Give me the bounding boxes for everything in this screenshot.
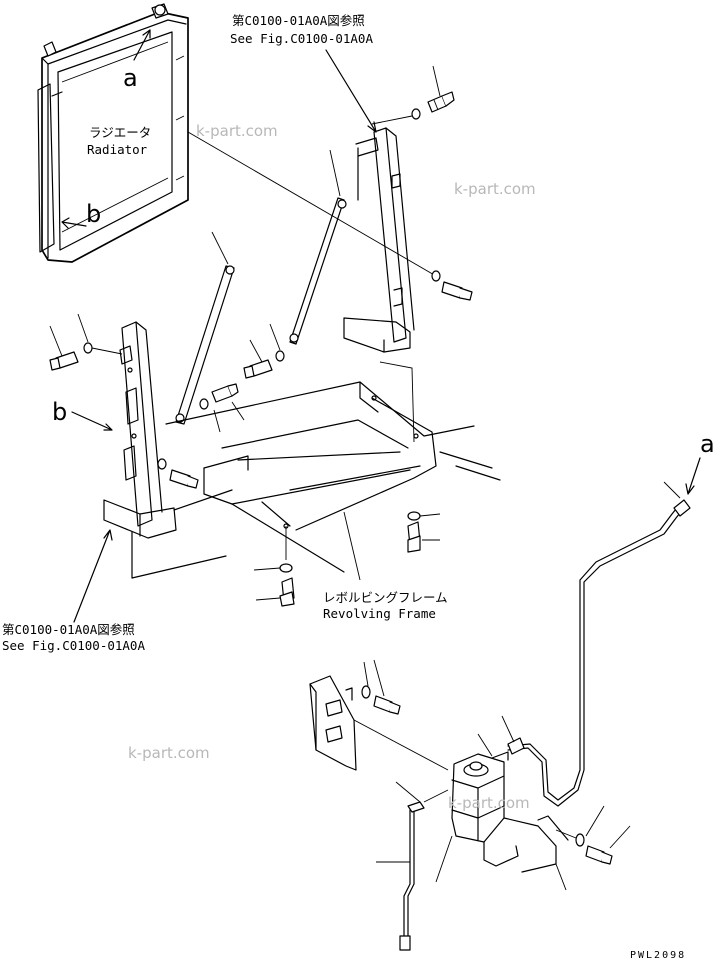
leader-bolt-top-right xyxy=(432,65,441,97)
bolt-frame-center[interactable] xyxy=(279,563,295,607)
radiator[interactable] xyxy=(37,3,189,263)
bolt-tank-strap[interactable] xyxy=(575,833,613,865)
view-label-b-radiator: b xyxy=(86,200,101,228)
overflow-hose[interactable] xyxy=(399,789,449,951)
watermark: k-part.com xyxy=(448,794,530,812)
leader-frame-label xyxy=(343,511,361,581)
stay-bar-right[interactable] xyxy=(289,197,347,345)
leader-stay-right xyxy=(329,149,341,197)
see-fig-left-jp: 第C0100-01A0A図参照 xyxy=(2,622,135,637)
frame-label-en: Revolving Frame xyxy=(323,606,436,621)
bolt-tank-bracket[interactable] xyxy=(361,685,401,715)
connecting-hose[interactable] xyxy=(507,499,691,807)
arrow-b-bracket xyxy=(71,411,113,431)
view-label-b-bracket: b xyxy=(52,398,67,426)
see-fig-left-en: See Fig.C0100-01A0A xyxy=(2,638,145,653)
arrow-b-radiator xyxy=(61,217,87,229)
radiator-label-en: Radiator xyxy=(87,142,148,157)
view-label-a-hose: a xyxy=(700,430,715,458)
bolt-left-bracket-upper[interactable] xyxy=(49,342,93,371)
tank-strap[interactable] xyxy=(483,815,569,873)
bolt-left-bracket-lower[interactable] xyxy=(157,458,199,489)
leader-radiator-bolt xyxy=(187,131,437,277)
radiator-label-jp: ラジエータ xyxy=(89,125,151,140)
reserve-tank[interactable] xyxy=(451,751,509,843)
see-fig-top-jp: 第C0100-01A0A図参照 xyxy=(232,13,365,28)
stay-bar-left[interactable] xyxy=(175,265,235,425)
bolt-top-right[interactable] xyxy=(411,91,455,120)
bolt-frame-right[interactable] xyxy=(407,511,421,553)
view-label-a-radiator: a xyxy=(123,64,138,92)
right-bracket[interactable] xyxy=(343,127,415,353)
arrow-a-radiator xyxy=(133,29,151,61)
leader-frame-bolt xyxy=(379,361,415,443)
leader-stay-left xyxy=(211,231,229,265)
watermark: k-part.com xyxy=(128,744,210,762)
frame-label-jp: レボルビングフレーム xyxy=(323,590,448,605)
tank-bracket[interactable] xyxy=(309,675,357,771)
bolt-stay-upper[interactable] xyxy=(243,350,285,379)
watermark: k-part.com xyxy=(196,122,278,140)
bolt-stay-lower[interactable] xyxy=(199,383,239,410)
drawing-code: PWL2098 xyxy=(630,950,686,961)
arrow-see-fig-top xyxy=(325,49,377,133)
watermark: k-part.com xyxy=(454,180,536,198)
arrow-see-fig-left xyxy=(73,529,113,623)
left-bracket[interactable] xyxy=(103,321,177,539)
arrow-a-hose xyxy=(685,457,701,495)
see-fig-top-en: See Fig.C0100-01A0A xyxy=(230,31,373,46)
revolving-frame[interactable] xyxy=(131,381,501,579)
bolt-mid-right[interactable] xyxy=(431,270,473,301)
